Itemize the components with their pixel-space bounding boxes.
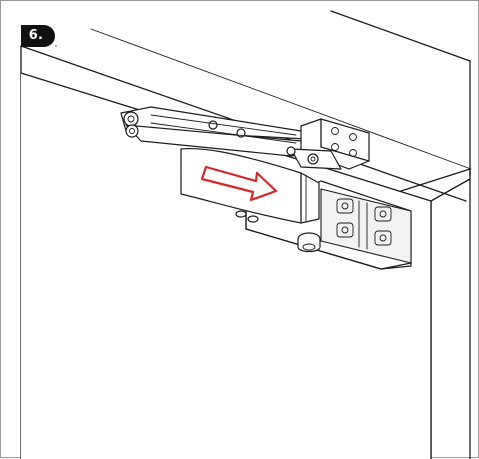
closer-spindle: [297, 232, 321, 253]
door-leaf: [20, 72, 432, 459]
right-arrow-icon: [200, 165, 278, 202]
step-number-badge: 6.: [21, 25, 55, 47]
arm-bracket: [286, 118, 370, 170]
closer-arm: [120, 106, 312, 157]
closer-end-plate: [320, 188, 412, 264]
door-screws: [235, 210, 259, 223]
